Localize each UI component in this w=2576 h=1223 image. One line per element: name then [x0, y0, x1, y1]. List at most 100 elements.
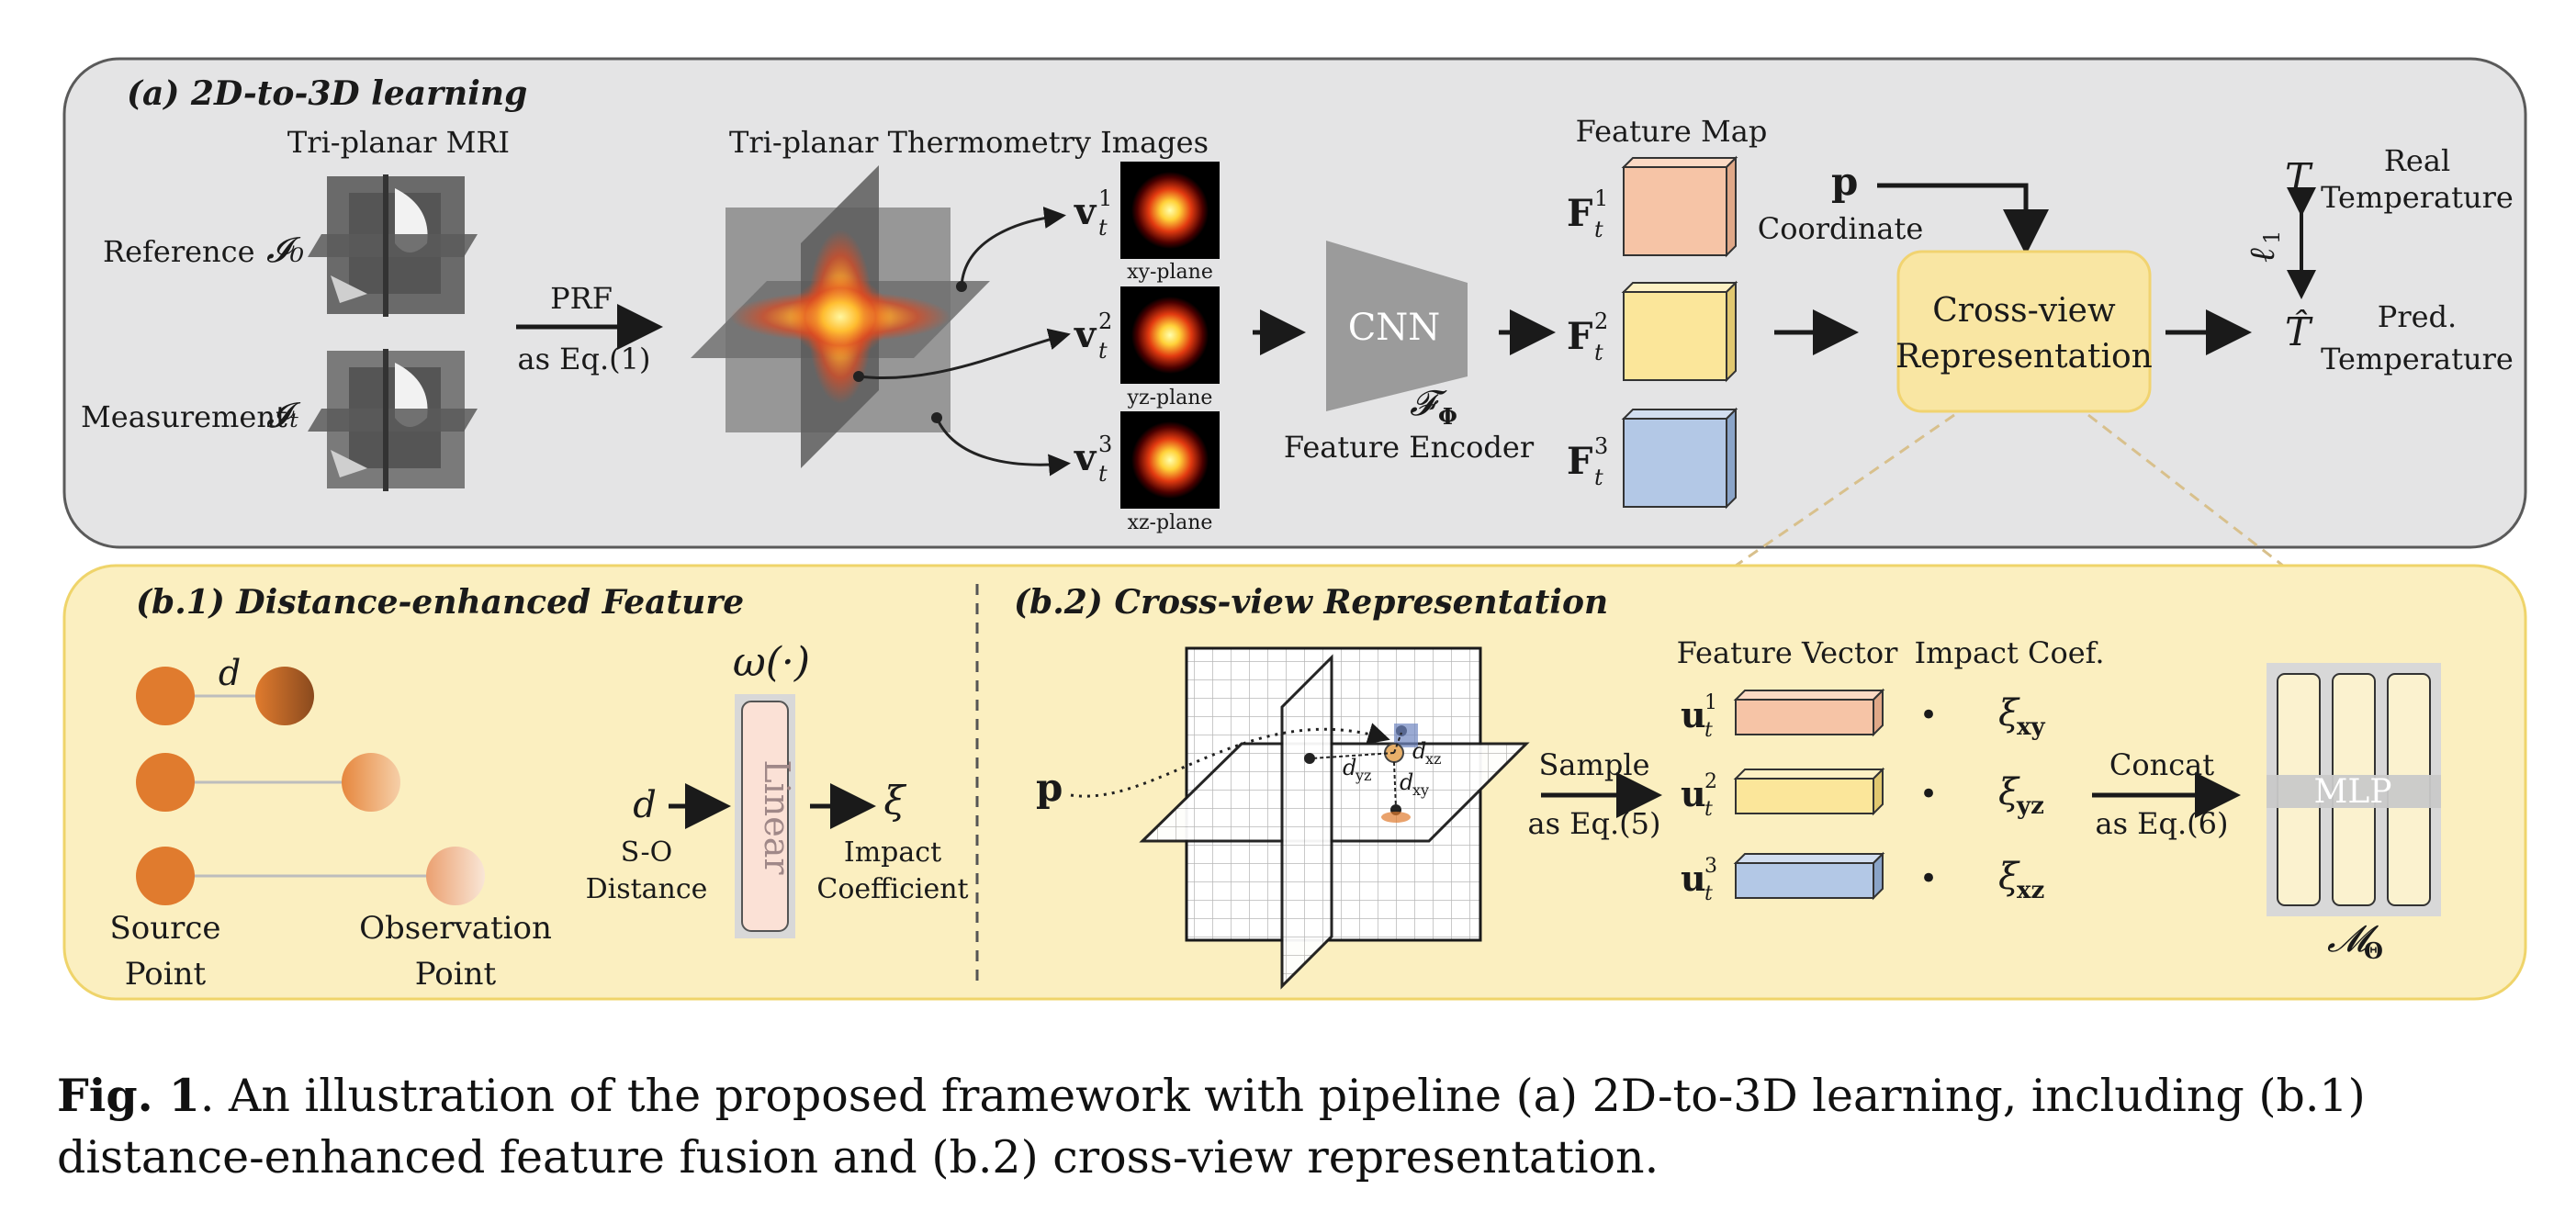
- observation-point-1: [255, 667, 314, 725]
- observation-point-line2: Point: [415, 956, 497, 993]
- panel-b2-title: (b.2) Cross-view Representation: [1014, 583, 1608, 622]
- svg-text:F: F: [1567, 192, 1592, 235]
- svg-text:t: t: [1098, 338, 1108, 364]
- impact-coef-line1: Impact: [844, 836, 941, 869]
- real-temp-line1: Real: [2384, 143, 2450, 178]
- impact-coef-title: Impact Coef.: [1914, 635, 2104, 670]
- svg-text:yz: yz: [2016, 792, 2044, 820]
- feature-cube-3: [1621, 407, 1738, 510]
- mri-reference-image: [308, 174, 478, 317]
- mri-title: Tri-planar MRI: [287, 125, 510, 160]
- source-point-line2: Point: [125, 956, 207, 993]
- distance-d: d: [219, 653, 241, 693]
- coordinate-label: Coordinate: [1758, 211, 1924, 246]
- svg-text:u: u: [1681, 694, 1706, 735]
- thermo-image-yz: [1120, 286, 1220, 384]
- F-label-1: F 1 t: [1567, 185, 1608, 242]
- v-label-1: v 1 t: [1074, 185, 1112, 241]
- linear-label: Linear: [757, 759, 797, 875]
- svg-text:ξ: ξ: [1998, 771, 2020, 813]
- dot-3: •: [1919, 860, 1938, 897]
- d-xz-label: d xz: [1412, 738, 1441, 768]
- svg-text:d: d: [1412, 738, 1426, 764]
- svg-text:3: 3: [1098, 432, 1112, 457]
- caption-text: . An illustration of the proposed framew…: [57, 1070, 2366, 1184]
- svg-text:u: u: [1681, 773, 1706, 814]
- thermo-image-xz: [1120, 411, 1220, 509]
- svg-text:2: 2: [1704, 770, 1717, 793]
- source-point-3: [136, 847, 195, 905]
- tri-plane-thermo-volume: [691, 165, 1071, 477]
- prf-eq: as Eq.(1): [517, 342, 650, 376]
- svg-text:ℓ: ℓ: [2242, 248, 2282, 263]
- svg-text:1: 1: [1704, 691, 1717, 714]
- mlp-block: [2267, 663, 2441, 916]
- coordinate-p: p: [1831, 159, 1858, 204]
- thermo-image-xy: [1120, 162, 1220, 259]
- zoom-dash-left: [1735, 413, 1955, 567]
- F-label-2: F 2 t: [1567, 309, 1608, 365]
- sample-label: Sample: [1539, 747, 1650, 782]
- svg-text:3: 3: [1704, 855, 1717, 878]
- svg-text:t: t: [1098, 215, 1108, 241]
- svg-text:F: F: [1567, 315, 1592, 358]
- feature-cube-2: [1621, 280, 1738, 383]
- u-label-1: u 1 t: [1681, 691, 1717, 742]
- coordinate-arrow: [1877, 183, 2049, 255]
- feature-vector-title: Feature Vector: [1677, 635, 1899, 670]
- pred-T-hat: T̂: [2285, 308, 2313, 354]
- sample-eq: as Eq.(5): [1527, 806, 1660, 841]
- thermo-plane-xy: xy-plane: [1127, 261, 1213, 284]
- b2-p-label: p: [1036, 765, 1063, 810]
- tri-plane-grid: [1070, 646, 1530, 990]
- panel-b1-title: (b.1) Distance-enhanced Feature: [136, 583, 744, 622]
- svg-text:t: t: [1594, 217, 1603, 242]
- source-point-1: [136, 667, 195, 725]
- impact-coef-line2: Coefficient: [816, 873, 968, 905]
- omega-label: ω(·): [733, 639, 810, 686]
- mri-measurement-image: [308, 349, 478, 491]
- u-label-2: u 2 t: [1681, 770, 1717, 821]
- xi-yz-label: ξ yz: [1998, 771, 2044, 820]
- real-temp-line2: Temperature: [2321, 180, 2514, 215]
- svg-text:v: v: [1074, 436, 1097, 479]
- svg-text:t: t: [1594, 340, 1603, 365]
- svg-text:ξ: ξ: [1998, 856, 2020, 898]
- svg-text:xz: xz: [2017, 877, 2044, 904]
- concat-eq: as Eq.(6): [2095, 806, 2228, 841]
- framework-figure: (a) 2D-to-3D learning Tri-planar MRI Ref…: [62, 57, 2527, 1001]
- thermo-plane-xz: xz-plane: [1128, 511, 1213, 534]
- figure-caption: Fig. 1. An illustration of the proposed …: [57, 1065, 2537, 1188]
- crossview-box: [1896, 250, 2152, 413]
- so-distance-line1: S-O: [621, 836, 672, 869]
- cnn-label: CNN: [1348, 307, 1441, 349]
- v-label-2: v 2 t: [1074, 309, 1112, 364]
- svg-text:xz: xz: [1425, 750, 1441, 768]
- svg-text:F: F: [1567, 440, 1592, 483]
- mlp-symbol: 𝓜 Θ: [2327, 918, 2383, 964]
- feature-vector-2: [1733, 767, 1885, 816]
- observation-point-line1: Observation: [359, 910, 552, 947]
- svg-text:2: 2: [1594, 309, 1608, 334]
- svg-text:t: t: [1098, 461, 1108, 487]
- u-label-3: u 3 t: [1681, 855, 1717, 905]
- svg-text:2: 2: [1098, 309, 1112, 334]
- feature-vector-3: [1733, 851, 1885, 901]
- svg-text:ξ: ξ: [1998, 692, 2020, 735]
- reference-label: Reference: [103, 234, 255, 269]
- svg-text:1: 1: [2259, 230, 2285, 244]
- feature-encoder-label: Feature Encoder: [1284, 430, 1535, 465]
- svg-text:3: 3: [1594, 433, 1608, 459]
- linear-inner: [741, 701, 789, 932]
- svg-text:d: d: [1400, 769, 1413, 795]
- xi-xy-label: ξ xy: [1998, 692, 2046, 741]
- crossview-line1: Cross-view: [1932, 292, 2116, 330]
- svg-text:t: t: [1704, 798, 1713, 821]
- input-d: d: [633, 784, 657, 826]
- cnn-trapezoid: [1326, 241, 1468, 411]
- svg-text:t: t: [1704, 882, 1713, 905]
- dot-1: •: [1919, 697, 1938, 734]
- v-label-3: v 3 t: [1074, 432, 1112, 487]
- prf-label: PRF: [550, 281, 613, 316]
- so-distance-line2: Distance: [586, 873, 708, 905]
